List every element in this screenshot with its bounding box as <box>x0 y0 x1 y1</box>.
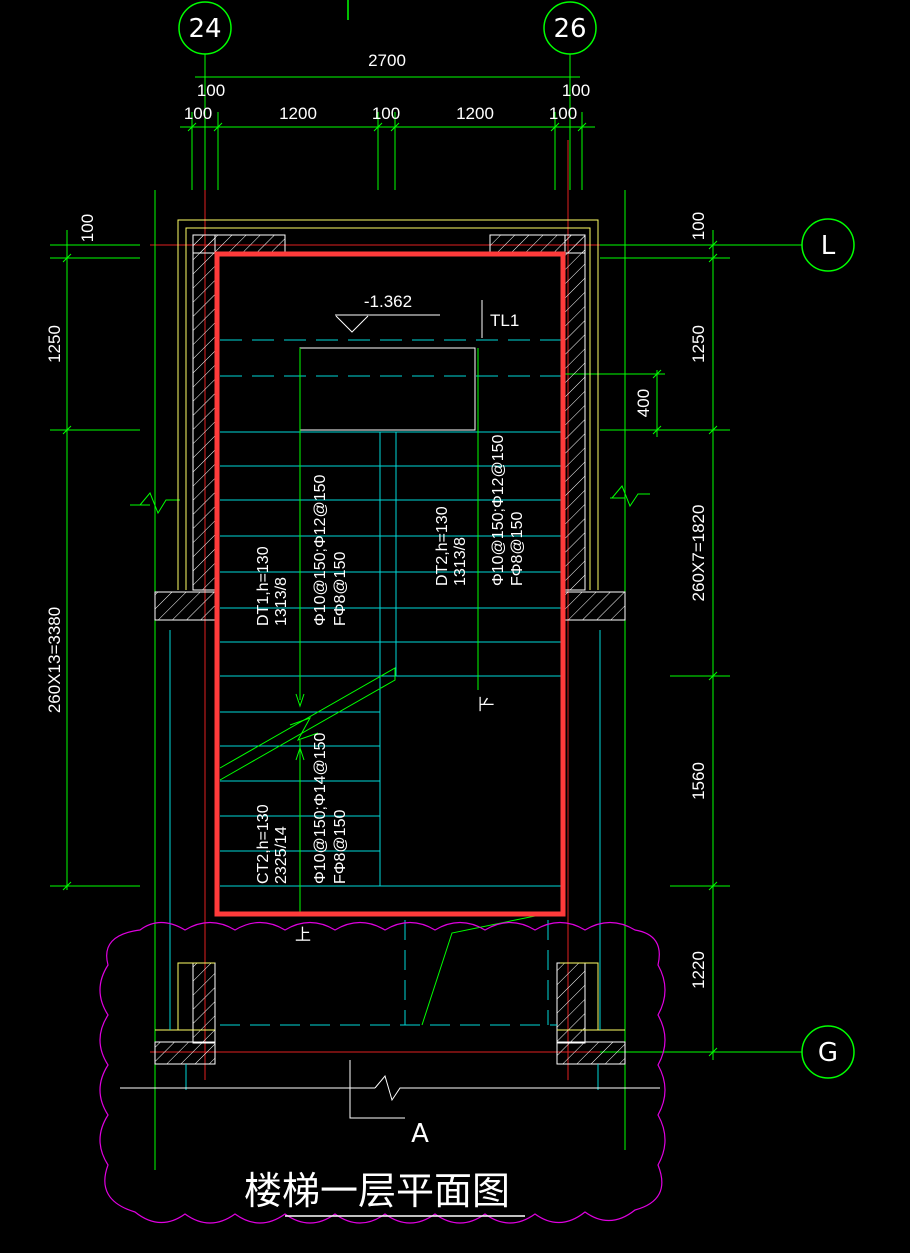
elevation-marker <box>335 300 483 338</box>
arrow-up-label: 上 <box>295 926 311 944</box>
note-ct2: CT2,h=130 2325/14 Φ10@150;Φ14@150 FΦ8@15… <box>255 732 349 884</box>
note-ct2-line4: FΦ8@150 <box>332 810 349 884</box>
dim-seg-1: 100 <box>184 104 212 123</box>
walls <box>154 234 626 1065</box>
dim-seg-2: 1200 <box>279 104 317 123</box>
note-dt2-line4: FΦ8@150 <box>509 512 526 586</box>
note-dt2-line3: Φ10@150;Φ12@150 <box>490 434 507 586</box>
dim-left-top: 100 <box>78 214 97 242</box>
note-ct2-line2: 2325/14 <box>273 826 290 884</box>
elevation-value: -1.362 <box>364 292 412 311</box>
landing-outline <box>299 347 476 431</box>
section-mark-a <box>120 1060 660 1119</box>
wall-outline <box>155 219 625 1031</box>
grid-label-24: 24 <box>188 14 221 44</box>
grid-bubble-G: G <box>600 1025 855 1079</box>
stair-treads <box>169 339 601 1090</box>
dim-right-400: 400 <box>634 389 653 417</box>
dim-right-bottom: 1220 <box>689 951 708 989</box>
grid-label-26: 26 <box>553 14 586 44</box>
note-ct2-line1: CT2,h=130 <box>255 804 272 884</box>
dim-left-upper: 1250 <box>45 325 64 363</box>
beam-tag-tl1: TL1 <box>490 311 519 330</box>
dim-seg-4: 1200 <box>456 104 494 123</box>
arrow-down-label: 下 <box>479 696 496 712</box>
section-label-a: A <box>411 1119 429 1149</box>
dim-left-offset: 100 <box>197 81 225 100</box>
note-dt1: DT1,h=130 1313/8 Φ10@150;Φ12@150 FΦ8@150 <box>255 474 349 626</box>
dim-right-top: 100 <box>689 212 708 240</box>
dim-right-upper: 1250 <box>689 325 708 363</box>
note-dt2-line1: DT2,h=130 <box>434 506 451 586</box>
note-ct2-line3: Φ10@150;Φ14@150 <box>312 732 329 884</box>
grid-label-G: G <box>818 1038 838 1068</box>
dim-right-lower-mid: 1560 <box>689 762 708 800</box>
grid-bubble-L: L <box>600 218 855 272</box>
right-dimensions <box>565 190 730 1150</box>
note-dt1-line3: Φ10@150;Φ12@150 <box>312 474 329 626</box>
walk-line <box>219 348 541 1026</box>
note-dt1-line1: DT1,h=130 <box>255 546 272 626</box>
dim-left-lower: 260X13=3380 <box>45 607 64 713</box>
dim-right-offset: 100 <box>562 81 590 100</box>
revision-cloud <box>99 921 666 1224</box>
dim-right-middle: 260X7=1820 <box>689 505 708 602</box>
grid-label-L: L <box>821 231 836 261</box>
dim-seg-5: 100 <box>549 104 577 123</box>
note-dt2-line2: 1313/8 <box>452 537 469 586</box>
dim-seg-3: 100 <box>372 104 400 123</box>
highlight-selection-box <box>214 251 566 917</box>
note-dt1-line4: FΦ8@150 <box>332 552 349 626</box>
axis-lines <box>150 140 720 1080</box>
left-dimensions <box>50 190 180 1170</box>
note-dt2: DT2,h=130 1313/8 Φ10@150;Φ12@150 FΦ8@150 <box>434 434 526 586</box>
dim-overall: 2700 <box>368 51 406 70</box>
drawing-title: 楼梯一层平面图 <box>244 1169 510 1213</box>
top-dimensions <box>180 70 595 190</box>
note-dt1-line2: 1313/8 <box>273 577 290 626</box>
